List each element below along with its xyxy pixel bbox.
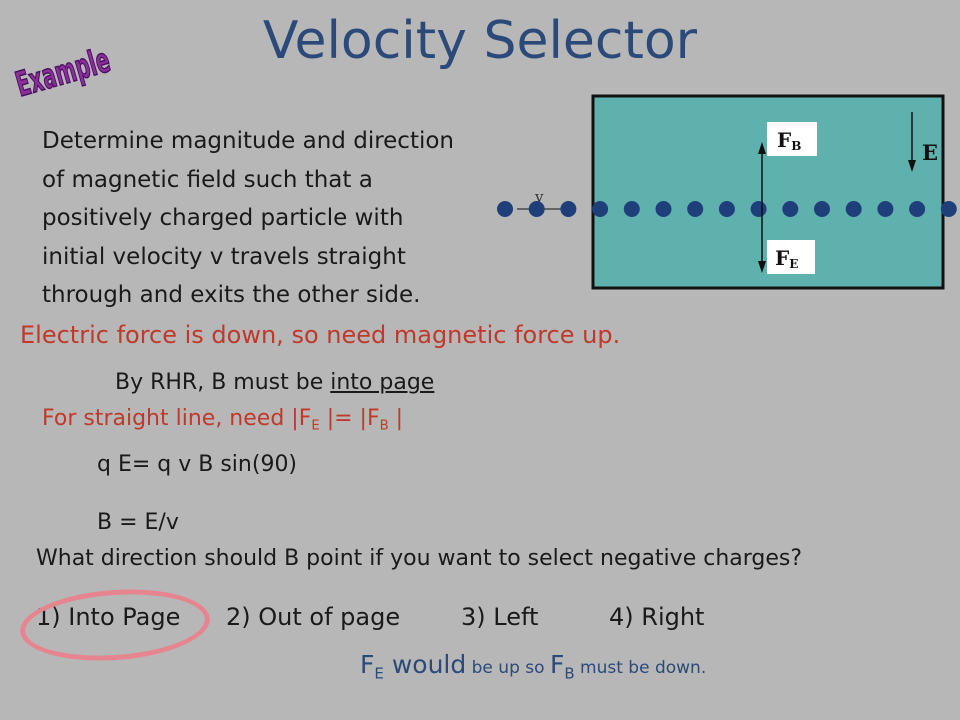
particle-dot xyxy=(845,201,862,217)
note-sub1: E xyxy=(374,664,384,683)
arrow-down-icon xyxy=(908,160,916,172)
straight-mid: |= |F xyxy=(319,406,380,431)
equation-b-field: B = E/v xyxy=(97,510,179,535)
answer-highlight-circle xyxy=(17,583,213,667)
particle-dot xyxy=(560,201,577,217)
problem-line: initial velocity v travels straight xyxy=(42,243,406,270)
note-f1: F xyxy=(360,650,375,679)
particle-dot xyxy=(877,201,894,217)
particle-path xyxy=(497,201,957,217)
arrow-down-icon xyxy=(758,261,766,273)
fb-main: F xyxy=(777,128,791,152)
option-out-of-page[interactable]: 2) Out of page xyxy=(226,603,401,631)
velocity-selector-diagram: v FB FE E xyxy=(497,94,957,290)
option-into-page[interactable]: 1) Into Page xyxy=(36,603,181,631)
fe-sub: E xyxy=(789,257,798,271)
sub-b: B xyxy=(379,418,389,434)
fe-main: F xyxy=(775,246,789,270)
answer-explanation: FE would be up so FB must be down. xyxy=(360,650,707,683)
problem-statement: Determine magnitude and direction of mag… xyxy=(42,122,512,315)
particle-dot xyxy=(528,201,545,217)
note-sub2: B xyxy=(564,664,575,683)
straight-end: | xyxy=(388,406,404,431)
straight-line-condition: For straight line, need |FE |= |FB | xyxy=(42,406,404,434)
fe-label: FE xyxy=(775,246,798,271)
note-f2: F xyxy=(549,650,565,679)
fb-sub: B xyxy=(791,139,801,153)
example-badge: Example xyxy=(11,40,114,106)
option-left[interactable]: 3) Left xyxy=(461,603,539,631)
question-text: What direction should B point if you wan… xyxy=(36,546,803,571)
particle-dot xyxy=(497,201,513,217)
particle-dot xyxy=(592,201,609,217)
sub-e: E xyxy=(311,418,320,434)
rhr-prefix: By RHR, B must be xyxy=(115,370,331,395)
particle-dot xyxy=(623,201,640,217)
note-small1: be up so xyxy=(466,658,550,678)
problem-line: Determine magnitude and direction xyxy=(42,128,455,154)
particle-dot xyxy=(814,201,830,217)
fe-label-box xyxy=(767,240,815,274)
straight-prefix: For straight line, need |F xyxy=(42,406,312,431)
problem-line: positively charged particle with xyxy=(42,205,404,231)
note-small2: must be down. xyxy=(574,658,707,678)
fb-label: FB xyxy=(777,128,801,153)
fb-label-box xyxy=(767,122,817,156)
problem-line: of magnetic field such that a xyxy=(42,166,373,193)
electric-force-line: Electric force is down, so need magnetic… xyxy=(20,321,621,349)
rhr-line: By RHR, B must be into page xyxy=(115,370,434,395)
option-right[interactable]: 4) Right xyxy=(609,603,705,631)
note-would: would xyxy=(383,650,467,679)
particle-dot xyxy=(655,201,672,217)
velocity-label: v xyxy=(534,188,544,206)
arrow-up-icon xyxy=(758,142,766,154)
badge-text: Example xyxy=(11,40,114,105)
field-label: E xyxy=(922,140,938,165)
particle-dot xyxy=(909,201,926,217)
equation-force-balance: q E= q v B sin(90) xyxy=(97,452,298,477)
problem-line: through and exits the other side. xyxy=(42,282,421,308)
page-title: Velocity Selector xyxy=(262,11,698,71)
particle-dot xyxy=(940,201,957,217)
particle-dot xyxy=(687,201,704,217)
particle-dot xyxy=(718,201,735,217)
particle-dot xyxy=(782,201,799,217)
particle-dot xyxy=(750,201,767,217)
rhr-answer: into page xyxy=(330,370,435,395)
